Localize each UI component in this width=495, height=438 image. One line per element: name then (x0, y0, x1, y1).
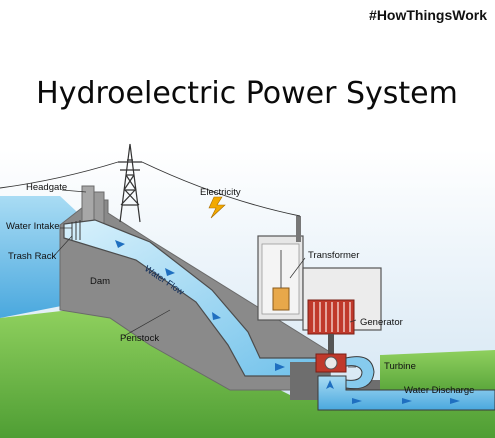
transformer-unit (272, 287, 290, 311)
generator-stripes (313, 302, 351, 332)
label-water-intake: Water Intake (6, 221, 60, 232)
generator (307, 299, 355, 335)
leader-lines (51, 189, 357, 368)
power-pylon (118, 143, 142, 223)
discharge-arrows (326, 380, 460, 404)
label-turbine: Turbine (384, 361, 416, 372)
trash-rack (71, 220, 81, 240)
power-line (141, 161, 301, 217)
transformer-mast (296, 216, 301, 242)
label-dam: Dam (90, 276, 110, 287)
label-electricity: Electricity (200, 187, 241, 198)
label-penstock: Penstock (120, 333, 159, 344)
generator-shaft (328, 334, 334, 354)
page-title: Hydroelectric Power System (36, 76, 458, 111)
label-transformer: Transformer (308, 250, 359, 261)
hashtag: #HowThingsWork (369, 7, 487, 23)
power-line-left (0, 161, 119, 189)
lightning-icon (208, 196, 226, 219)
ground-right (380, 350, 495, 400)
label-trash-rack: Trash Rack (8, 251, 56, 262)
label-headgate: Headgate (26, 182, 67, 193)
turbine (315, 353, 347, 373)
label-water-discharge: Water Discharge (404, 385, 474, 396)
label-generator: Generator (360, 317, 403, 328)
water-flow-arrows (115, 240, 285, 371)
